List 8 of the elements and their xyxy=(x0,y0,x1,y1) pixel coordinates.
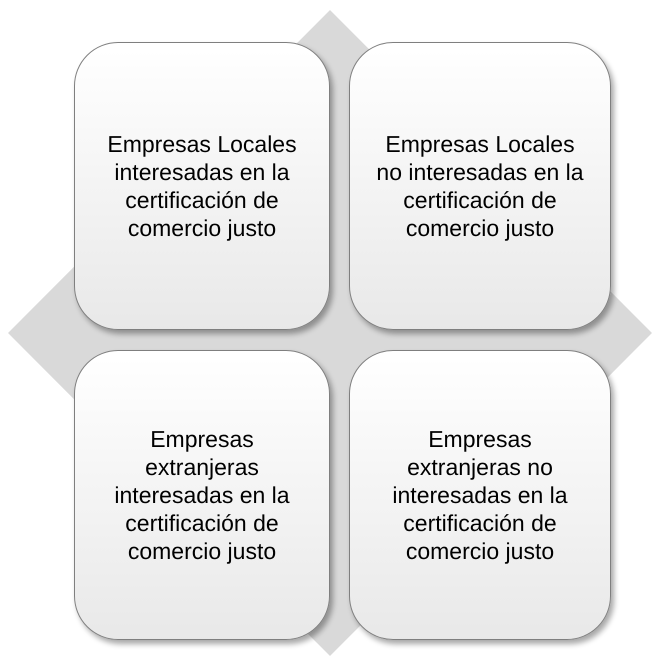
box-text: Empresas Locales no interesadas en la certificación de comercio justo xyxy=(375,130,585,242)
rounded-box xyxy=(74,350,330,640)
box-text: Empresas extranjeras interesadas en la certificación de comercio justo xyxy=(113,425,291,565)
rounded-box xyxy=(349,42,611,330)
box-text: Empresas Locales interesadas en la certificación de comercio justo xyxy=(106,130,298,242)
rounded-box xyxy=(349,350,611,640)
box-text: Empresas extranjeras no interesadas en la certificación de comercio justo xyxy=(391,425,569,565)
rounded-box xyxy=(74,42,330,330)
